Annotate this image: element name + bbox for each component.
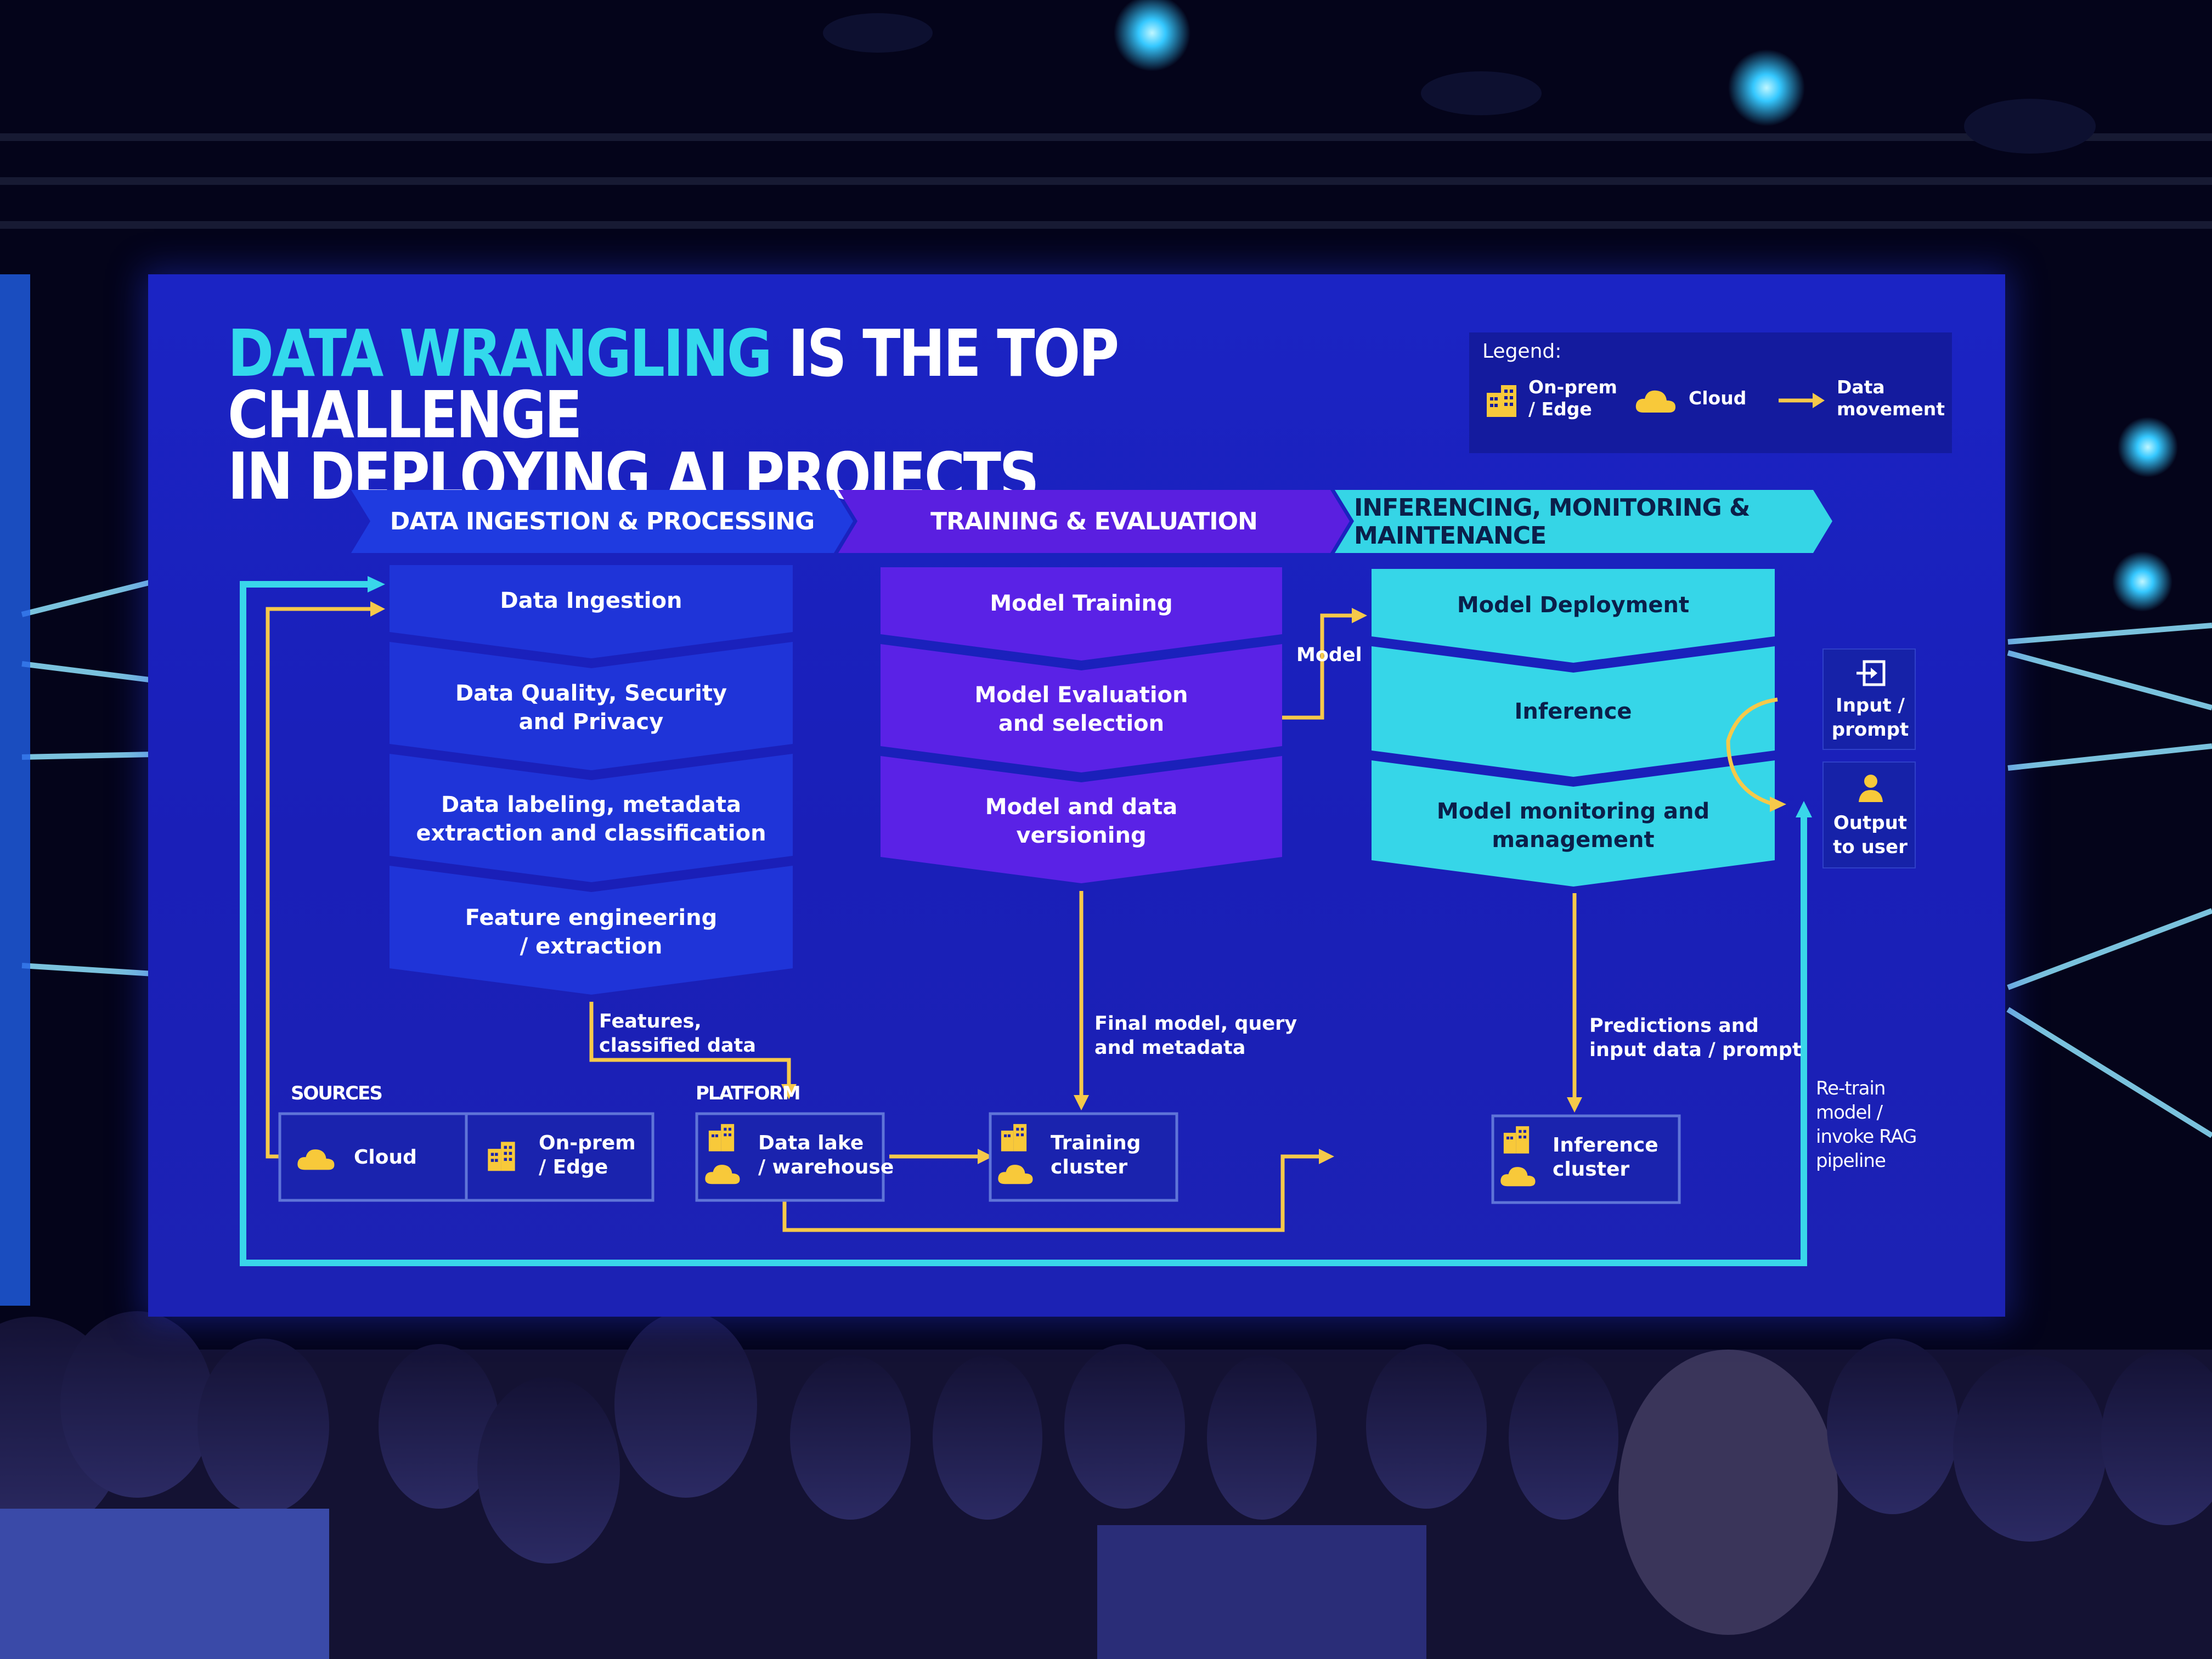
step-model-versioning: Model and data versioning [985, 794, 1178, 848]
phase-label-training: TRAINING & EVALUATION [930, 507, 1258, 535]
output-user-label: Output to user [1833, 812, 1908, 858]
node-cloud-label: Cloud [354, 1146, 417, 1169]
node-onprem-label: On-prem / Edge [539, 1132, 636, 1178]
step-feature-engineering: Feature engineering / extraction [465, 905, 718, 959]
title-line1-rest: IS THE TOP CHALLENGE [228, 315, 1119, 453]
building-icon [1001, 1124, 1027, 1152]
input-prompt-label: Input / prompt [1831, 695, 1909, 741]
presentation-slide: DATA WRANGLING IS THE TOP CHALLENGE IN D… [148, 274, 2005, 1317]
legend-title: Legend: [1482, 340, 1562, 363]
ceiling-truss [0, 133, 2212, 229]
pipeline-diagram [240, 490, 1832, 1266]
flow-label-features: Features, classified data [599, 1011, 756, 1057]
input-prompt-box: Input / prompt [1822, 648, 1916, 750]
led-strips [21, 579, 2212, 1138]
node-datalake-label: Data lake / warehouse [758, 1132, 894, 1178]
phase-chevron-ingestion [351, 490, 853, 553]
legend-onprem-label: On-prem / Edge [1528, 376, 1617, 420]
phase-chevron-inference [1335, 490, 1832, 553]
building-icon [1503, 1126, 1530, 1154]
building-icon [1487, 385, 1516, 417]
cloud-icon [998, 1165, 1033, 1184]
phase-chevron-training [838, 490, 1350, 553]
phase-label-inference: INFERENCING, MONITORING & MAINTENANCE [1354, 493, 1750, 550]
step-data-quality: Data Quality, Security and Privacy [455, 681, 727, 735]
retrain-loop [240, 581, 1807, 1266]
ingestion-stack [390, 565, 793, 995]
node-training-cluster-label: Training cluster [1051, 1132, 1141, 1178]
phase-label-ingestion: DATA INGESTION & PROCESSING [390, 507, 815, 535]
output-user-box: Output to user [1822, 761, 1916, 868]
building-icon [488, 1142, 515, 1171]
node-inference-cluster-label: Inference cluster [1553, 1134, 1658, 1181]
flow-label-predictions: Predictions and input data / prompt [1589, 1015, 1802, 1061]
step-model-deployment: Model Deployment [1457, 592, 1690, 618]
arrow-right-icon [1779, 393, 1825, 408]
inference-stack [1372, 569, 1775, 887]
platform-label: PLATFORM [696, 1082, 801, 1104]
flow-label-model: Model [1296, 644, 1362, 666]
user-icon [1859, 775, 1883, 802]
cloud-icon [1635, 390, 1675, 413]
cloud-icon [705, 1165, 740, 1184]
data-flow-arrows [266, 607, 1778, 1232]
building-icon [708, 1124, 735, 1152]
step-data-ingestion: Data Ingestion [500, 588, 682, 613]
input-icon [1857, 660, 1886, 686]
legend-movement-label: Data movement [1837, 376, 1945, 420]
step-model-evaluation: Model Evaluation and selection [974, 682, 1188, 736]
step-inference: Inference [1514, 699, 1632, 724]
legend: Legend: On-prem / Edge Cloud Data moveme… [1469, 332, 1952, 453]
legend-cloud-label: Cloud [1689, 387, 1747, 409]
training-stack [881, 567, 1282, 883]
audience [0, 1311, 2212, 1659]
step-model-training: Model Training [990, 591, 1173, 616]
step-data-labeling: Data labeling, metadata extraction and c… [416, 792, 766, 846]
flow-label-retrain: Re-train model / invoke RAG pipeline [1816, 1077, 1917, 1172]
left-screen-edge [0, 274, 30, 1306]
step-model-monitoring: Model monitoring and management [1436, 799, 1710, 853]
sources-label: SOURCES [291, 1082, 383, 1104]
title-highlight: DATA WRANGLING [228, 315, 772, 391]
stage-lights [823, 0, 2178, 612]
cloud-icon [297, 1149, 335, 1170]
flow-label-final-model: Final model, query and metadata [1094, 1013, 1297, 1059]
cloud-icon [1500, 1167, 1536, 1187]
